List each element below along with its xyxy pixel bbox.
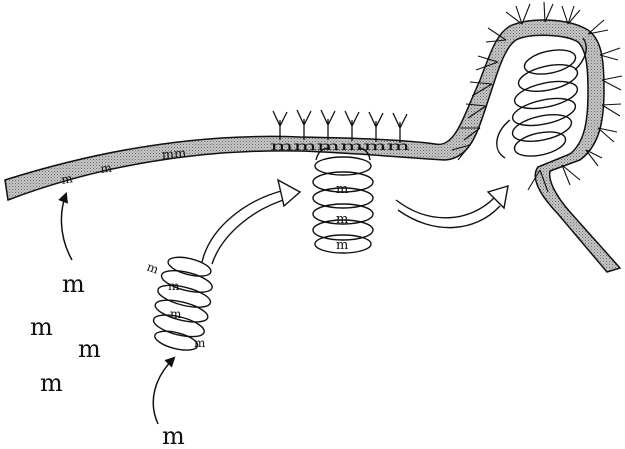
helix-small-m2: m xyxy=(168,279,180,293)
helix-small-m1: m xyxy=(145,260,161,277)
membrane-mark-mm: mm xyxy=(161,146,187,163)
bristle-icon xyxy=(345,111,359,141)
free-m-label-2: m xyxy=(30,313,53,341)
free-m-label-1: m xyxy=(62,270,85,298)
membrane-mark-row: mmmmmm xyxy=(270,139,411,153)
helix-mid-m1: m xyxy=(336,182,348,197)
curved-arrow-icon xyxy=(61,194,72,260)
curved-arrow-icon xyxy=(153,358,174,424)
wide-arrow-icon xyxy=(396,186,508,228)
bristle-icon xyxy=(321,110,335,140)
bristle-icon xyxy=(369,112,383,142)
free-m-label-3: m xyxy=(78,335,101,363)
loop-helix xyxy=(497,38,586,160)
helix-mid-m2: m xyxy=(336,212,348,227)
free-m-label-5: m xyxy=(162,422,185,444)
helix-mid-m3: m xyxy=(336,238,348,253)
free-m-label-4: m xyxy=(40,369,63,397)
wide-arrow-icon xyxy=(202,180,300,264)
bristle-icon xyxy=(273,111,287,140)
bristle-icon xyxy=(297,110,311,140)
helix-small-m4: m xyxy=(194,336,206,350)
helix-small-m3: m xyxy=(170,307,182,321)
